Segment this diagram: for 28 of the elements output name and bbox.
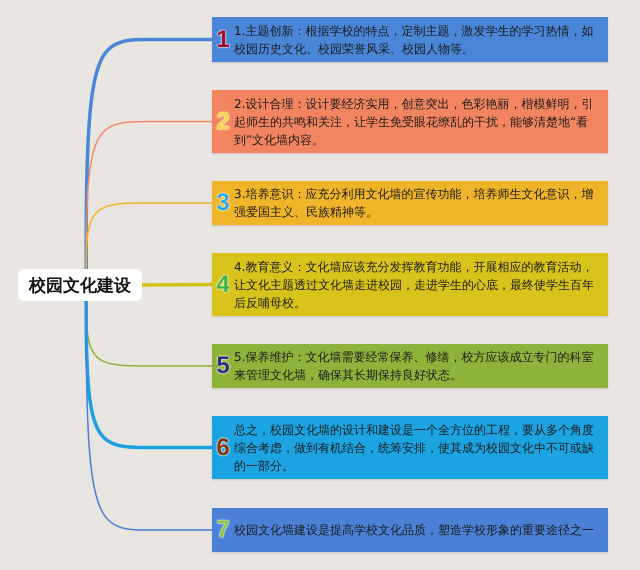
item-number: 5 — [215, 352, 231, 380]
topic-box — [212, 416, 608, 479]
topic-box — [212, 344, 608, 388]
connector-line — [84, 301, 212, 450]
connector-line — [142, 282, 212, 287]
item-number: 7 — [215, 516, 231, 544]
connector-line — [85, 301, 212, 531]
item-text: 4.教育意义：文化墙应该充分发挥教育功能，开展相应的教育活动，让文化主题透过文化墙走进校园，走进学生的心底，最终使学生百年后反哺母校。 — [234, 258, 595, 312]
topic-box — [212, 181, 608, 225]
item-text: 1.主题创新：根据学校的特点，定制主题，激发学生的学习热情，如校园历史文化、校园荣誉风采、校园人物等。 — [234, 22, 594, 58]
topic-box — [212, 90, 608, 153]
item-number: 3 — [215, 189, 231, 217]
item-number: 4 — [215, 270, 231, 298]
item-text: 总之，校园文化墙的设计和建设是一个全方位的工程，要从多个角度综合考虑，做到有机结合，统筹安排，使其成为校园文化中不可或缺的一部分。 — [234, 422, 595, 474]
connector-line — [84, 38, 212, 269]
connector-line — [85, 202, 212, 269]
central-topic-text: 校园文化建设 — [29, 274, 131, 296]
item-text: 3.培养意识：应充分利用文化墙的宣传功能，培养师生文化意识，增强爱国主义、民族精神等。 — [234, 186, 594, 221]
topic-box — [212, 253, 608, 316]
item-number: 6 — [215, 434, 231, 462]
central-topic-box — [18, 269, 142, 301]
item-text: 2.设计合理：设计要经济实用，创意突出，色彩艳丽，楷模鲜明，引起师生的共鸣和关注，让学生免受眼花缭乱的干扰，能够清楚地“看到”文化墙内容。 — [234, 96, 594, 148]
topic-box — [212, 508, 608, 552]
item-text: 5.保养维护：文化墙需要经常保养、修缮，校方应该成立专门的科室来管理文化墙，确保其长期保持良好状态。 — [234, 349, 594, 384]
topic-box — [212, 17, 608, 62]
item-text: 校园文化墙建设是提高学校文化品质，塑造学校形象的重要途径之一 — [234, 522, 595, 539]
item-number: 2 — [215, 108, 231, 136]
item-number: 1 — [215, 26, 231, 54]
